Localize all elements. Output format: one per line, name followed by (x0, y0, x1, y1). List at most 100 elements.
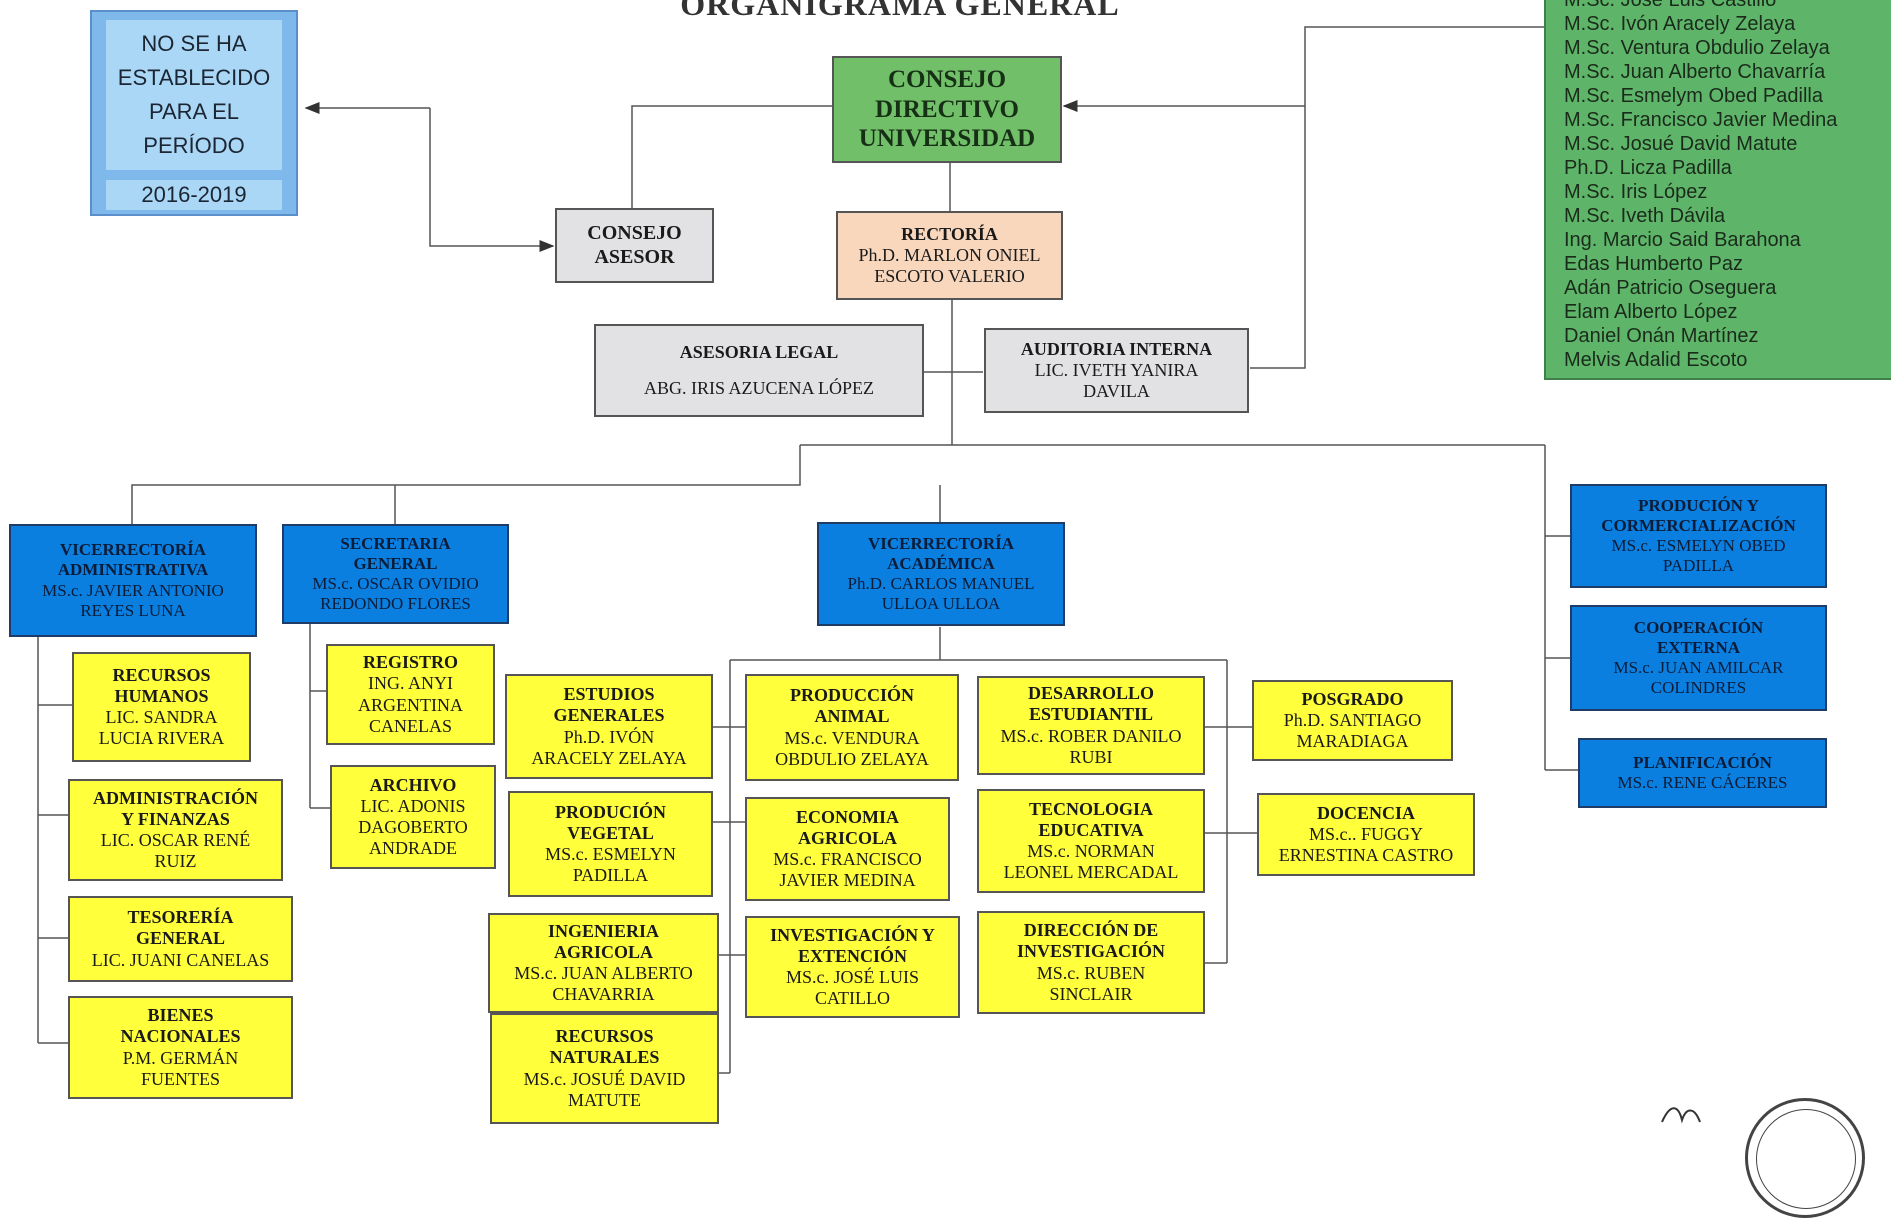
docencia-box: DOCENCIA MS.c.. FUGGY ERNESTINA CASTRO (1257, 793, 1475, 876)
box-person: DAVILA (1083, 381, 1150, 402)
box-title: DESARROLLO (1027, 683, 1155, 704)
box-title: CONSEJO (587, 221, 682, 244)
box-person: Ph.D. IVÓN (563, 726, 655, 747)
box-person: MS.c. VENDURA (784, 727, 920, 748)
box-title: RECURSOS (112, 664, 211, 685)
box-person: MS.c. RUBEN (1036, 962, 1146, 983)
recursos-naturales-box: RECURSOS NATURALES MS.c. JOSUÉ DAVID MAT… (490, 1013, 719, 1124)
period-years: 2016-2019 (106, 180, 282, 210)
box-person: MS.c. ROBER DANILO (1000, 725, 1182, 746)
box-title: ESTUDIOS (563, 684, 655, 705)
member-item: M.Sc. Ivón Aracely Zelaya (1564, 13, 1796, 35)
box-person: RUBI (1069, 746, 1113, 767)
box-person: FUENTES (140, 1068, 220, 1089)
box-person: CANELAS (368, 715, 452, 736)
box-title: RECURSOS (555, 1026, 654, 1047)
box-title: VICERRECTORÍA (59, 540, 207, 560)
box-person: RUIZ (154, 851, 197, 872)
box-title: AUDITORIA INTERNA (1020, 338, 1213, 359)
vice-admin-connector (131, 445, 801, 524)
box-person: LIC. SANDRA (105, 707, 218, 727)
administracion-finanzas-box: ADMINISTRACIÓN Y FINANZAS LIC. OSCAR REN… (68, 779, 283, 881)
member-item: Elam Alberto López (1564, 301, 1738, 323)
box-title: VICERRECTORÍA (867, 533, 1015, 553)
bienes-nacionales-box: BIENES NACIONALES P.M. GERMÁN FUENTES (68, 996, 293, 1099)
box-title: SECRETARIA (340, 533, 451, 553)
member-item: M.Sc. Francisco Javier Medina (1564, 109, 1838, 131)
posgrado-box: POSGRADO Ph.D. SANTIAGO MARADIAGA (1252, 680, 1453, 761)
box-title: EDUCATIVA (1038, 819, 1144, 840)
box-title: ASESORIA LEGAL (679, 341, 839, 362)
box-person: ESCOTO VALERIO (874, 266, 1025, 287)
box-person: Ph.D. MARLON ONIEL (858, 244, 1041, 265)
member-item: M.Sc. Juan Alberto Chavarría (1564, 61, 1826, 83)
box-person: ULLOA ULLOA (881, 594, 1001, 614)
member-item: M.Sc. Iris López (1564, 181, 1708, 203)
member-item: M.Sc. Esmelym Obed Padilla (1564, 85, 1823, 107)
box-title: NATURALES (549, 1047, 660, 1068)
economia-agricola-box: ECONOMIA AGRICOLA MS.c. FRANCISCO JAVIER… (745, 797, 950, 901)
vicerrectoria-administrativa-box: VICERRECTORÍA ADMINISTRATIVA MS.c. JAVIE… (9, 524, 257, 637)
official-seal (1745, 1098, 1865, 1218)
period-line: NO SE HA (141, 30, 247, 56)
box-person: MATUTE (568, 1089, 641, 1110)
desarrollo-estudiantil-box: DESARROLLO ESTUDIANTIL MS.c. ROBER DANIL… (977, 676, 1205, 775)
box-person: MS.c. NORMAN (1027, 841, 1155, 861)
investigacion-extension-box: INVESTIGACIÓN Y EXTENCIÓN MS.c. JOSÉ LUI… (745, 916, 960, 1018)
box-title: GENERAL (353, 553, 438, 573)
box-person: MS.c. ESMELYN (545, 844, 676, 864)
consejo-directivo-box: CONSEJO DIRECTIVO UNIVERSIDAD (832, 56, 1062, 163)
box-title: AGRICOLA (553, 941, 653, 962)
box-person: ERNESTINA CASTRO (1278, 845, 1454, 866)
period-line: ESTABLECIDO (117, 64, 271, 90)
member-item: Ph.D. Licza Padilla (1564, 157, 1732, 179)
box-title: VEGETAL (567, 822, 654, 843)
box-person: MS.c. JUAN AMILCAR (1613, 658, 1784, 677)
box-person: SINCLAIR (1049, 983, 1133, 1004)
box-person: MS.c. ESMELYN OBED (1611, 536, 1786, 555)
signature-mark (1661, 1107, 1701, 1124)
ingenieria-agricola-box: INGENIERIA AGRICOLA MS.c. JUAN ALBERTO C… (488, 913, 719, 1013)
box-title: DOCENCIA (1316, 802, 1415, 823)
asesoria-legal-box: ASESORIA LEGAL ABG. IRIS AZUCENA LÓPEZ (594, 324, 924, 417)
box-person: OBDULIO ZELAYA (775, 748, 929, 769)
box-person: ARACELY ZELAYA (531, 747, 687, 768)
box-person: CHAVARRIA (552, 984, 655, 1005)
box-person: LIC. ADONIS (360, 795, 466, 816)
box-title: TESORERÍA (127, 907, 234, 928)
box-person: MS.c. JOSÉ LUIS (785, 967, 919, 987)
box-title: ADMINISTRACIÓN (92, 787, 258, 808)
box-title: ASESOR (594, 245, 675, 268)
produccion-comercializacion-box: PRODUCIÓN Y CORMERCIALIZACIÓN MS.c. ESME… (1570, 484, 1827, 588)
box-title: DIRECCIÓN DE (1023, 920, 1159, 941)
produccion-animal-box: PRODUCCIÓN ANIMAL MS.c. VENDURA OBDULIO … (745, 674, 959, 781)
box-title: DIRECTIVO (875, 95, 1019, 123)
box-title: PRODUCIÓN (555, 801, 666, 822)
estudios-generales-box: ESTUDIOS GENERALES Ph.D. IVÓN ARACELY ZE… (505, 674, 713, 779)
box-title: HUMANOS (114, 685, 209, 706)
box-title: REGISTRO (362, 652, 459, 673)
members-list: M.Sc. José Luis Castillo M.Sc. Ivón Arac… (1544, 0, 1891, 380)
box-title: CONSEJO (887, 66, 1007, 94)
seal-inner-ring (1756, 1109, 1856, 1209)
auditoria-interna-box: AUDITORIA INTERNA LIC. IVETH YANIRA DAVI… (984, 328, 1249, 413)
member-item: M.Sc. Iveth Dávila (1564, 205, 1726, 227)
box-person: LUCIA RIVERA (98, 728, 225, 749)
box-title: INVESTIGACIÓN Y (770, 924, 935, 945)
box-title: GENERAL (135, 928, 225, 949)
box-person: Ph.D. CARLOS MANUEL (847, 574, 1035, 593)
box-title: POSGRADO (1301, 688, 1404, 709)
box-person: MS.c.. FUGGY (1308, 823, 1423, 844)
rectoria-box: RECTORÍA Ph.D. MARLON ONIEL ESCOTO VALER… (836, 211, 1063, 300)
box-person: LIC. IVETH YANIRA (1034, 359, 1199, 380)
box-person: REDONDO FLORES (320, 594, 471, 614)
box-title: BIENES (147, 1005, 214, 1026)
secretaria-general-box: SECRETARIA GENERAL MS.c. OSCAR OVIDIO RE… (282, 524, 509, 624)
box-title: COOPERACIÓN (1633, 617, 1764, 637)
box-person: MARADIAGA (1296, 731, 1409, 752)
member-item: Adán Patricio Oseguera (1564, 277, 1777, 299)
box-person: ING. ANYI (368, 673, 453, 694)
tecnologia-educativa-box: TECNOLOGIA EDUCATIVA MS.c. NORMAN LEONEL… (977, 789, 1205, 893)
archivo-box: ARCHIVO LIC. ADONIS DAGOBERTO ANDRADE (330, 765, 496, 869)
box-person: LIC. JUANI CANELAS (91, 949, 270, 970)
